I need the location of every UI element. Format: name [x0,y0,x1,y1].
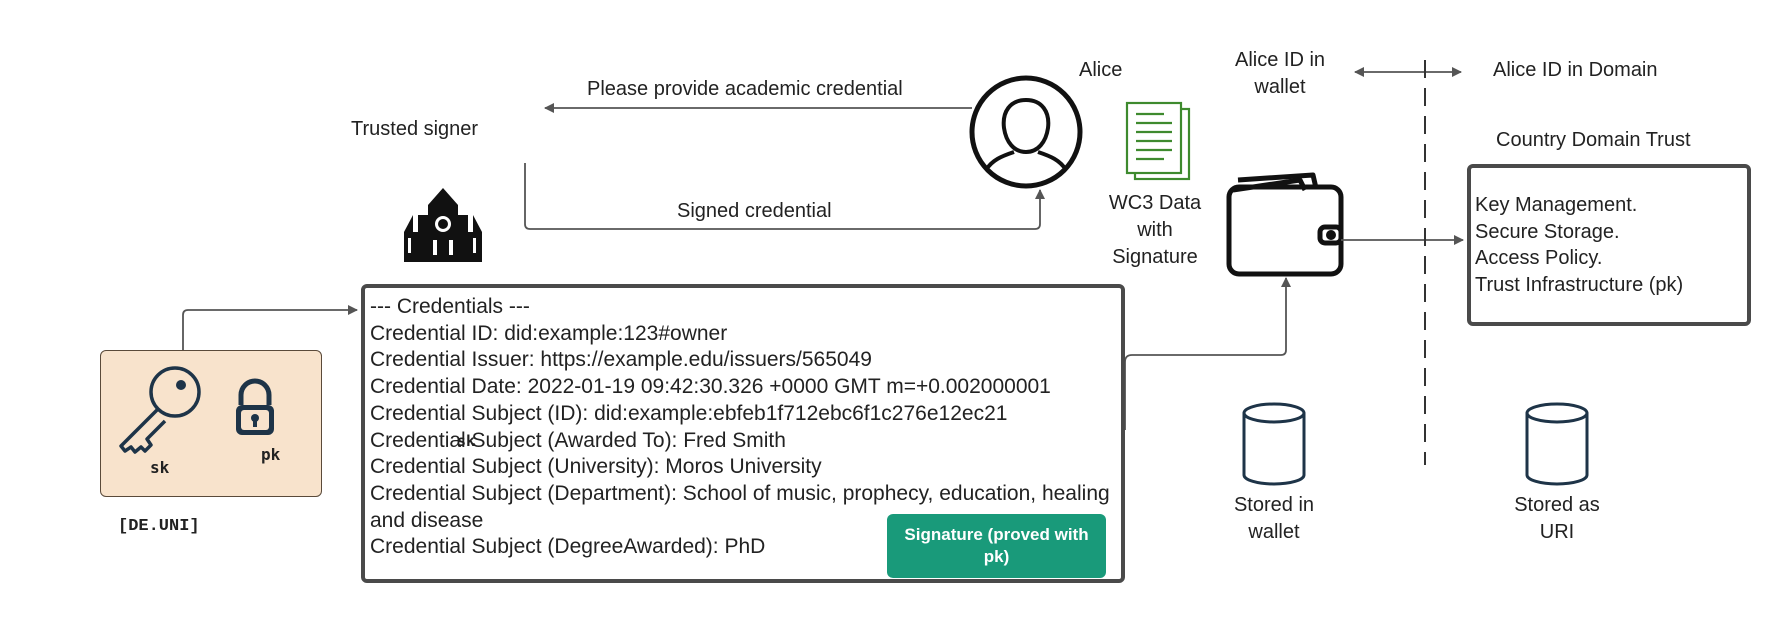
private-key-icon [119,366,201,454]
signature-button[interactable]: Signature (proved with pk) [887,514,1106,578]
credential-line: Credential Issuer: https://example.edu/i… [370,348,872,372]
credential-line: Credential Subject (DegreeAwarded): PhD [370,535,766,559]
credential-line: Credential Subject (Department): School … [370,481,1110,532]
trust-item: Secure Storage. [1475,220,1620,243]
sk-label: sk [150,458,170,477]
credentials-to-wallet-arrow [1124,277,1291,430]
key-box: sk pk [100,350,322,497]
signed-arrow-label: Signed credential [677,200,832,222]
alice-label: Alice [1079,59,1123,81]
trust-item: Access Policy. [1475,247,1603,269]
key-box-icons [119,366,274,454]
stored-in-wallet-label: Stored in wallet [1233,494,1315,543]
public-key-lock-icon [236,378,274,435]
credentials-text: --- Credentials --- Credential ID: did:e… [370,294,1110,561]
country-trust-title: Country Domain Trust [1496,129,1691,151]
credential-line: Credential ID: did:example:123#owner [370,321,728,345]
pk-label: pk [261,445,281,464]
stray-sk-label: sk [457,432,476,450]
stored-as-uri-label: Stored as URI [1514,494,1600,543]
owner-label: [DE.UNI] [118,517,200,536]
credentials-box: --- Credentials --- Credential ID: did:e… [361,284,1125,583]
credential-line: Credential Subject (University): Moros U… [370,455,822,479]
credential-line: Credential Date: 2022-01-19 09:42:30.326… [370,375,1051,399]
document-icon [1125,101,1191,181]
credential-line: --- Credentials --- [370,295,530,318]
key-to-credentials-arrow [182,305,358,372]
alice-domain-id-label: Alice ID in Domain [1493,59,1658,81]
university-building-icon [404,188,482,262]
uri-storage-icon [1525,402,1589,486]
trust-item: Trust Infrastructure (pk) [1475,273,1684,296]
signed-credential-arrow [524,163,1045,230]
wallet-storage-icon [1242,402,1306,486]
country-trust-list: Key Management. Secure Storage. Access P… [1475,192,1683,298]
credential-line: Credential Subject (Awarded To): Fred Sm… [370,428,786,452]
wc3-data-label: WC3 Data with Signature [1108,192,1202,268]
alice-avatar-icon [969,75,1083,189]
alice-wallet-id-label: Alice ID in wallet [1234,49,1326,98]
wallet-icon [1226,172,1344,277]
trust-item: Key Management. [1475,194,1638,216]
credential-line: Credential Subject (ID): did:example:ebf… [370,401,1008,425]
request-arrow-label: Please provide academic credential [587,78,903,100]
country-trust-box: Key Management. Secure Storage. Access P… [1467,164,1751,326]
trusted-signer-label: Trusted signer [351,118,479,140]
